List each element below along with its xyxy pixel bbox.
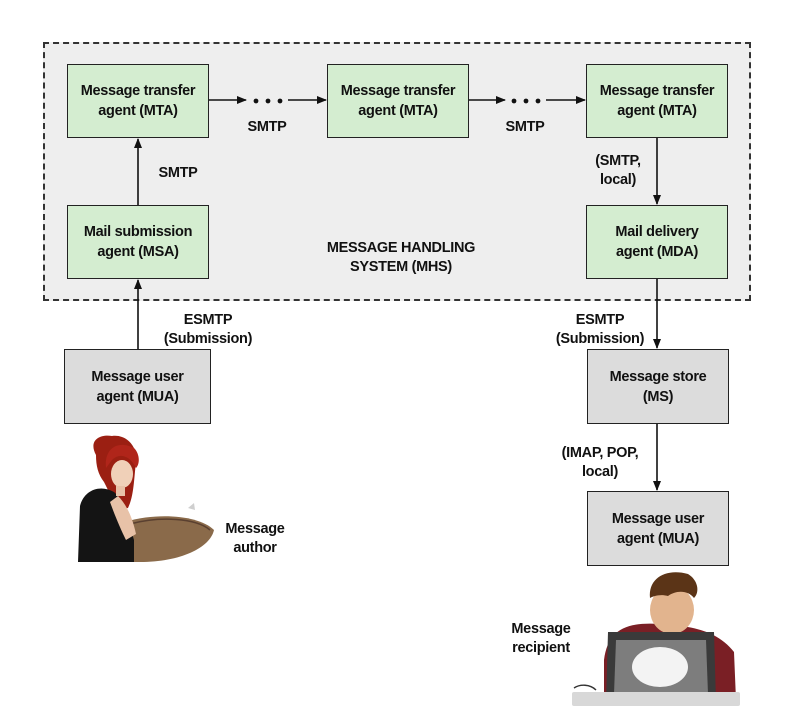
message-recipient-label: Message recipient <box>511 621 571 656</box>
ellipsis-right <box>511 98 541 104</box>
mhs-region-label: MESSAGE HANDLING SYSTEM (MHS) <box>326 240 476 275</box>
smtp-label-left: SMTP <box>247 119 287 135</box>
author-illustration <box>78 435 214 562</box>
esmtp-submission-label-left: ESMTP (Submission) <box>163 312 253 347</box>
mua-recipient-box: Message user agent (MUA) <box>587 491 729 566</box>
msa-label: Mail submission agent (MSA) <box>83 224 193 260</box>
smtp-label-right: SMTP <box>505 119 545 135</box>
msa-box: Mail submission agent (MSA) <box>67 205 209 279</box>
mta-left-label: Message transfer agent (MTA) <box>80 83 196 119</box>
imap-pop-local-label: (IMAP, POP, local) <box>561 445 639 480</box>
mua-author-label: Message user agent (MUA) <box>91 368 184 405</box>
smtp-label-msa: SMTP <box>158 165 198 181</box>
smtp-local-label: (SMTP, local) <box>595 153 641 188</box>
mua-author-box: Message user agent (MUA) <box>64 349 211 424</box>
ellipsis-left <box>253 98 283 104</box>
mta-middle-box: Message transfer agent (MTA) <box>327 64 469 138</box>
message-store-box: Message store (MS) <box>587 349 729 424</box>
recipient-illustration <box>572 572 740 706</box>
mua-recipient-label: Message user agent (MUA) <box>611 510 705 547</box>
mda-box: Mail delivery agent (MDA) <box>586 205 728 279</box>
mta-middle-label: Message transfer agent (MTA) <box>340 83 456 119</box>
mta-right-label: Message transfer agent (MTA) <box>599 83 715 119</box>
mda-label: Mail delivery agent (MDA) <box>615 224 699 260</box>
mta-left-box: Message transfer agent (MTA) <box>67 64 209 138</box>
esmtp-submission-label-right: ESMTP (Submission) <box>555 312 645 347</box>
mta-right-box: Message transfer agent (MTA) <box>586 64 728 138</box>
message-store-label: Message store (MS) <box>609 368 707 405</box>
message-author-label: Message author <box>225 521 285 556</box>
